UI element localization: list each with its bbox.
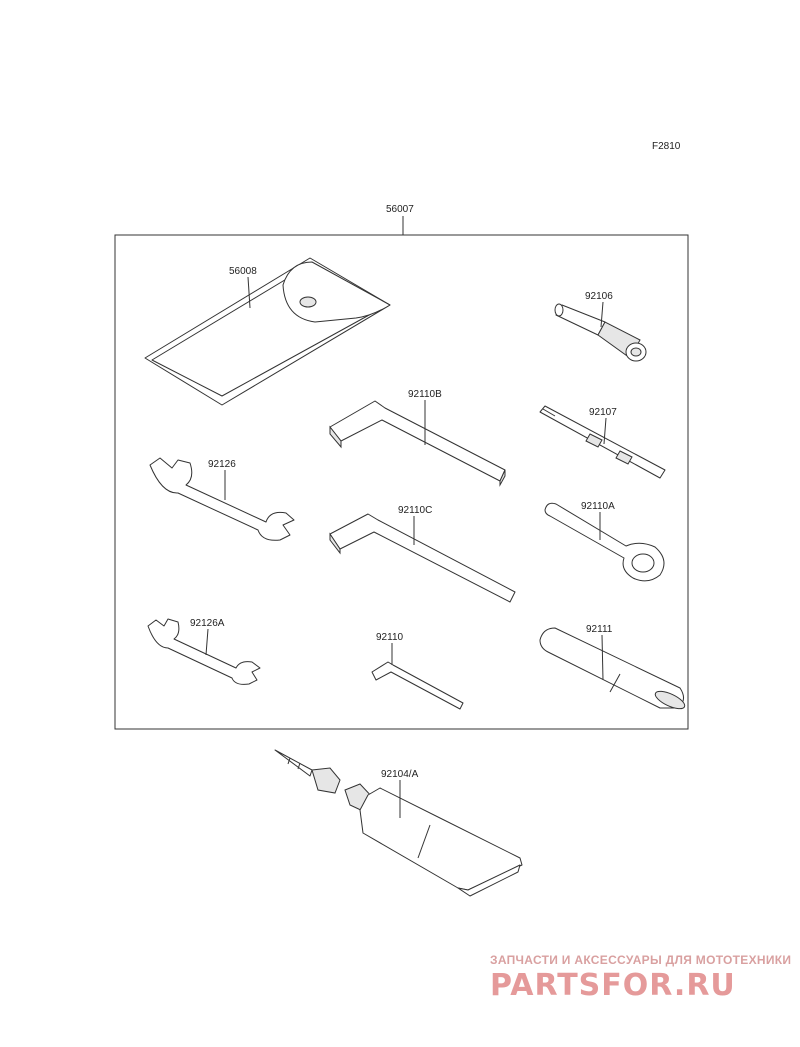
watermark-logo: PARTSFOR.RU (490, 968, 736, 1003)
part-number: 92110B (408, 389, 442, 400)
leader-line (601, 634, 604, 681)
watermark-tagline: ЗАПЧАСТИ И АКСЕССУАРЫ ДЛЯ МОТОТЕХНИКИ (490, 953, 791, 967)
leader-line (603, 417, 607, 445)
leader-line (247, 276, 251, 309)
screwdriver-bit[interactable] (539, 405, 666, 479)
part-number: 92110A (581, 501, 615, 512)
hex-key-large[interactable] (329, 400, 506, 487)
hex-key-small[interactable] (371, 661, 464, 710)
leader-line (205, 628, 209, 656)
handle-tube[interactable] (539, 627, 687, 712)
part-number: 92106 (585, 291, 613, 302)
socket-tool[interactable] (554, 303, 647, 362)
part-number: 56008 (229, 266, 257, 277)
small-open-end-wrench[interactable] (147, 618, 261, 685)
part-number: 92126A (190, 618, 225, 629)
part-number: 92104/A (381, 769, 419, 780)
ring-spanner[interactable] (544, 502, 665, 582)
tool-pouch[interactable] (144, 257, 391, 406)
watermark: ЗАПЧАСТИ И АКСЕССУАРЫ ДЛЯ МОТОТЕХНИКИ PA… (490, 953, 791, 1003)
figure-code: F2810 (652, 141, 681, 152)
part-number: 92126 (208, 459, 236, 470)
part-number: 92111 (586, 624, 613, 635)
hex-key-medium[interactable] (329, 513, 516, 603)
leader-line (600, 301, 604, 328)
part-number: 92110 (376, 632, 404, 643)
kit-frame (114, 234, 689, 730)
part-number: 92110C (398, 505, 432, 516)
kit-label: 56007 (386, 204, 414, 215)
open-end-wrench[interactable] (149, 457, 295, 541)
part-number: 92107 (589, 407, 617, 418)
